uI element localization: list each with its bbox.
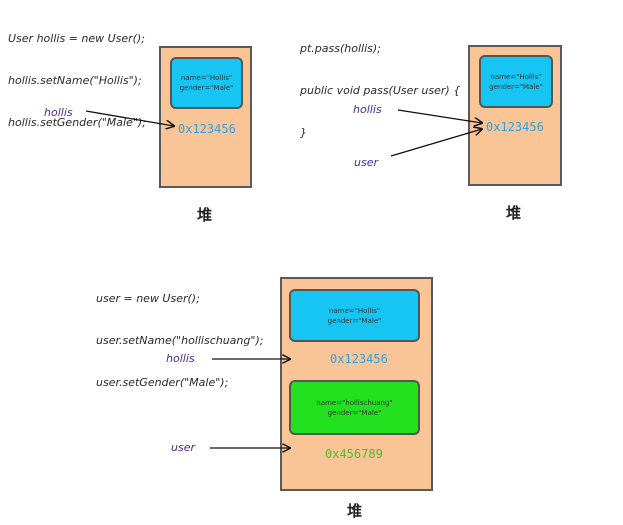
- panel3-code-line-2: user.setName("hollischuang");: [96, 334, 264, 347]
- panel2-var-user: user: [354, 156, 378, 169]
- panel3-object2-gender: gender="Male": [327, 408, 382, 417]
- panel1-code: User hollis = new User(); hollis.setName…: [8, 4, 146, 144]
- panel3-var-user: user: [171, 441, 195, 454]
- panel3-heap-label: 堆: [347, 502, 363, 520]
- panel3-object1-name: name="Hollis": [328, 306, 381, 315]
- panel1-code-line-3: hollis.setGender("Male");: [8, 116, 146, 129]
- panel2-var-hollis: hollis: [353, 103, 382, 116]
- panel3-code-line-3: user.setGender("Male");: [96, 376, 229, 389]
- panel2-code-line-2: public void pass(User user) {: [300, 84, 461, 97]
- panel3-address-2: 0x456789: [325, 447, 383, 461]
- panel1-var-hollis: hollis: [44, 106, 73, 119]
- panel1-code-line-2: hollis.setName("Hollis");: [8, 74, 142, 87]
- panel3-hollis-object: name="Hollis" gender="Male": [289, 289, 420, 342]
- panel1-heap-label: 堆: [197, 206, 213, 224]
- panel1-code-line-1: User hollis = new User();: [8, 32, 145, 45]
- panel2-user-object: name="Hollis" gender="Male": [479, 55, 553, 108]
- panel3-code: user = new User(); user.setName("hollisc…: [96, 264, 263, 404]
- panel1-object-gender: gender="Male": [179, 84, 234, 92]
- panel2-address: 0x123456: [486, 120, 544, 134]
- panel2-object-name: name="Hollis": [490, 72, 542, 81]
- panel3-object1-gender: gender="Male": [327, 316, 382, 325]
- panel3-object2-name: name="hollischuang": [316, 398, 393, 407]
- panel3-address-1: 0x123456: [330, 352, 388, 366]
- panel3-hollischuang-object: name="hollischuang" gender="Male": [289, 380, 420, 435]
- panel2-code-line-1: pt.pass(hollis);: [300, 42, 381, 55]
- panel3-code-line-1: user = new User();: [96, 292, 200, 305]
- panel3-var-hollis: hollis: [166, 352, 195, 365]
- panel2-code-line-3: }: [300, 126, 307, 139]
- panel1-address: 0x123456: [178, 122, 236, 136]
- panel1-object-name: name="Hollis": [180, 74, 233, 82]
- panel1-user-object: name="Hollis" gender="Male": [170, 57, 243, 109]
- panel2-object-gender: gender="Male": [489, 82, 543, 91]
- panel2-heap-label: 堆: [506, 204, 522, 222]
- panel2-code: pt.pass(hollis); public void pass(User u…: [300, 14, 460, 154]
